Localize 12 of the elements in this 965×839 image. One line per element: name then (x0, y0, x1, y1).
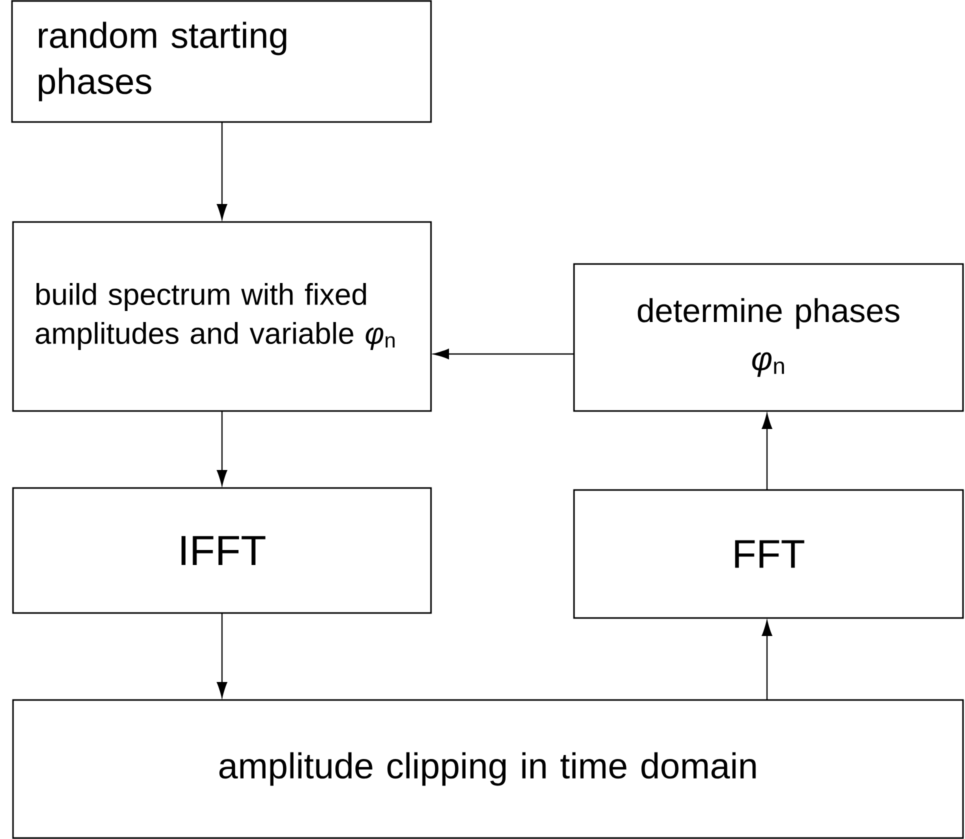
process-box: amplitude clipping in time domain (12, 699, 964, 839)
process-box: random starting phases (11, 0, 432, 123)
arrow (433, 348, 574, 360)
process-box: FFT (573, 489, 964, 619)
arrow (762, 413, 772, 490)
arrow (762, 620, 772, 700)
process-box: build spectrum with fixed amplitudes and variable φ$_{n}$ (12, 221, 432, 412)
arrow (216, 411, 228, 486)
process-box: determine phases φ$_{n}$ (573, 263, 964, 412)
process-box: IFFT (12, 487, 432, 614)
arrow (216, 613, 228, 698)
arrow (216, 122, 228, 220)
